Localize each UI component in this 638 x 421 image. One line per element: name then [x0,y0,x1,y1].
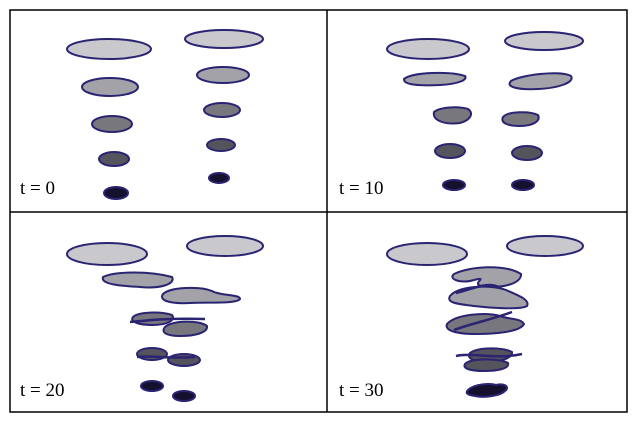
panel-label-t30: t = 30 [339,380,384,401]
right-column-layer-3 [203,102,241,118]
right-column-layer-3 [501,111,540,128]
left-column-layer-2 [101,271,174,289]
right-column-layer-2 [196,66,250,84]
left-column-layer-1 [386,242,468,266]
left-column-layer-3 [91,115,133,133]
panel-t0: t = 0 [20,29,264,200]
layer-4-interface-line [455,352,523,358]
right-column-layer-2 [508,72,573,91]
mixed-layer-3 [445,313,526,336]
mixed-layer-4b [463,358,510,373]
left-column-layer-1 [386,38,470,60]
left-column-layer-5 [442,179,466,191]
left-column-layer-4 [434,143,466,159]
left-column-layer-5 [140,380,164,392]
layer-3-interface-line [453,310,513,332]
right-column-layer-5 [511,179,535,191]
right-column-layer-4 [511,145,543,161]
panel-t10: t = 10 [339,31,584,199]
right-column-layer-1 [186,235,264,257]
layer-2-interface-line [455,283,501,295]
right-column-layer-1 [504,31,584,51]
right-column-layer-1 [506,235,584,257]
outer-frame [9,9,628,413]
panel-t30: t = 30 [339,235,584,401]
right-column-layer-2 [160,286,242,305]
merged-layer-5 [465,383,508,398]
right-column-layer-4 [167,353,201,367]
panel-label-t20: t = 20 [20,380,65,401]
panel-grid [9,9,628,413]
layer-3-mixing-line [129,317,206,324]
right-column-layer-4 [206,138,236,152]
mixed-layer-2b [448,285,529,310]
right-column-layer-5 [208,172,230,184]
left-column-layer-3 [432,106,473,125]
right-column-layer-1 [184,29,264,49]
left-column-layer-1 [66,242,148,266]
left-column-layer-2 [81,77,139,97]
panel-label-t0: t = 0 [20,178,55,199]
left-column-layer-5 [103,186,129,200]
left-column-layer-2 [403,71,467,87]
left-column-layer-4 [98,151,130,167]
right-column-layer-3 [162,320,208,338]
panel-label-t10: t = 10 [339,178,384,199]
panel-t20: t = 20 [20,235,264,402]
layer-4-mixing-line [136,355,196,359]
right-column-layer-5 [172,390,196,402]
left-column-layer-1 [66,38,152,60]
